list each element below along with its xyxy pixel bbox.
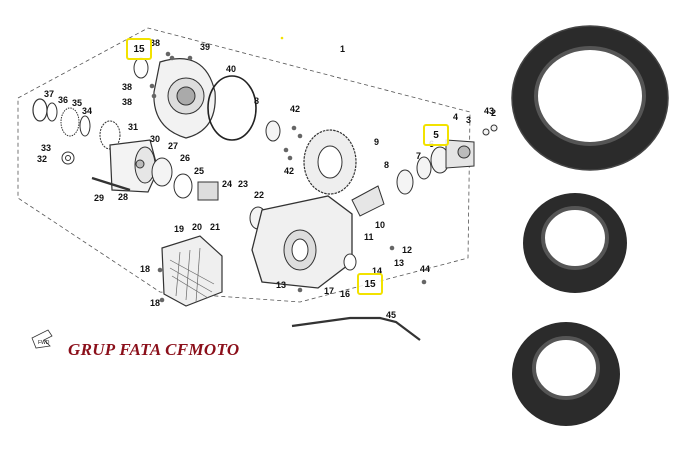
part-label: 3 bbox=[466, 115, 471, 125]
part-label: 20 bbox=[192, 222, 202, 232]
differential-carrier bbox=[109, 139, 159, 193]
oil-seal-small bbox=[512, 322, 620, 426]
part-label: 43 bbox=[484, 106, 494, 116]
part-label: 13 bbox=[276, 280, 286, 290]
part-label: 38 bbox=[122, 97, 132, 107]
part-label: 4 bbox=[453, 112, 458, 122]
part-label: 45 bbox=[386, 310, 396, 320]
part-label: 32 bbox=[37, 154, 47, 164]
part-label: 38 bbox=[150, 38, 160, 48]
part-label: 40 bbox=[226, 64, 236, 74]
fasteners bbox=[149, 51, 427, 303]
fwd-arrow-icon: FWD bbox=[31, 329, 53, 349]
part-label: 14 bbox=[372, 266, 382, 276]
part-label: 38 bbox=[122, 82, 132, 92]
part-label: 36 bbox=[58, 95, 68, 105]
part-label: 19 bbox=[174, 224, 184, 234]
part-label: 1 bbox=[340, 44, 345, 54]
vent-rod-45 bbox=[291, 316, 421, 341]
oil-seal-large bbox=[511, 25, 669, 171]
part-label: 35 bbox=[72, 98, 82, 108]
part-label: 17 bbox=[324, 286, 334, 296]
part-label: 42 bbox=[284, 166, 294, 176]
part-label: 11 bbox=[364, 232, 374, 242]
lower-left-parts bbox=[151, 157, 267, 230]
highlight-callout-15-top: 15 bbox=[126, 38, 152, 60]
part-label: 13 bbox=[394, 258, 404, 268]
highlight-callout-5: 5 bbox=[423, 124, 449, 146]
part-label: 28 bbox=[118, 192, 128, 202]
part-label: 34 bbox=[82, 106, 92, 116]
part-label: 18 bbox=[150, 298, 160, 308]
part-label: 26 bbox=[180, 153, 190, 163]
part-label: 10 bbox=[375, 220, 385, 230]
part-label: 44 bbox=[420, 264, 430, 274]
differential-cover bbox=[133, 57, 216, 139]
part-label: 16 bbox=[340, 289, 350, 299]
part-label: 42 bbox=[290, 104, 300, 114]
part-label: 29 bbox=[94, 193, 104, 203]
part-label: 31 bbox=[128, 122, 138, 132]
part-label: 22 bbox=[254, 190, 264, 200]
part-label: 37 bbox=[44, 89, 54, 99]
highlight-callout-15-bottom: 15 bbox=[357, 273, 383, 295]
o-ring-40 bbox=[207, 75, 257, 141]
part-label: 30 bbox=[150, 134, 160, 144]
part-number-labels: 1 2 3 4 6 7 8 8 9 10 11 12 13 13 14 16 1… bbox=[37, 38, 496, 320]
assembly-outline bbox=[17, 27, 471, 303]
part-label: 9 bbox=[374, 137, 379, 147]
part-label: 8 bbox=[254, 96, 259, 106]
caption-title: GRUP FATA CFMOTO bbox=[68, 340, 240, 359]
part-label: 39 bbox=[200, 42, 210, 52]
marker-dot bbox=[280, 36, 284, 40]
part-label: 27 bbox=[168, 141, 178, 151]
fwd-label: FWD bbox=[38, 340, 50, 346]
oil-seal-medium bbox=[523, 193, 627, 293]
part-label: 7 bbox=[416, 151, 421, 161]
part-label: 8 bbox=[384, 160, 389, 170]
ring-gear bbox=[303, 129, 357, 195]
part-label: 2 bbox=[491, 108, 496, 118]
main-housing bbox=[251, 185, 385, 289]
part-label: 33 bbox=[41, 143, 51, 153]
part-label: 18 bbox=[140, 264, 150, 274]
part-label: 24 bbox=[222, 179, 232, 189]
part-label: 25 bbox=[194, 166, 204, 176]
right-bearing-set bbox=[265, 120, 498, 195]
actuator-assembly bbox=[161, 235, 223, 307]
part-label: 12 bbox=[402, 245, 412, 255]
part-label: 23 bbox=[238, 179, 248, 189]
part-label: 21 bbox=[210, 222, 220, 232]
shaft-29 bbox=[91, 176, 131, 192]
